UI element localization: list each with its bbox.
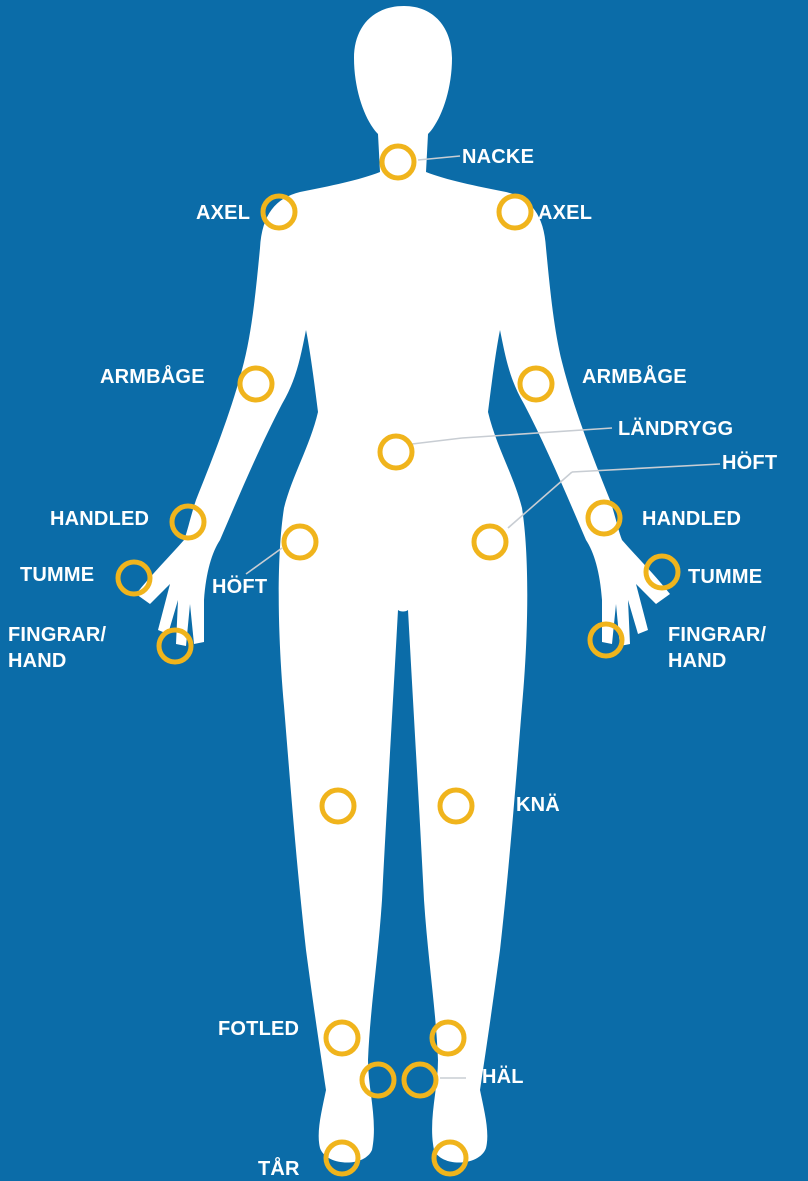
label-tar: TÅR	[258, 1158, 300, 1181]
label-tumme-left: TUMME	[20, 564, 94, 587]
label-fingrar-left-line2: HAND	[8, 650, 67, 673]
label-hal: HÄL	[482, 1066, 524, 1089]
label-nacke: NACKE	[462, 146, 534, 169]
label-hoft-left: HÖFT	[212, 576, 267, 599]
label-axel-left: AXEL	[196, 202, 250, 225]
label-kna: KNÄ	[516, 794, 560, 817]
label-handled-right: HANDLED	[642, 508, 741, 531]
leader-line-hoft-left	[246, 548, 282, 574]
label-armbage-right: ARMBÅGE	[582, 366, 687, 389]
label-armbage-left: ARMBÅGE	[100, 366, 205, 389]
label-hoft-right: HÖFT	[722, 452, 777, 475]
label-fingrar-left-line1: FINGRAR/	[8, 624, 106, 647]
label-handled-left: HANDLED	[50, 508, 149, 531]
label-fingrar-right-line2: HAND	[668, 650, 727, 673]
marker-tumme-left[interactable]	[118, 562, 150, 594]
label-axel-right: AXEL	[538, 202, 592, 225]
label-tumme-right: TUMME	[688, 566, 762, 589]
label-landrygg: LÄNDRYGG	[618, 418, 733, 441]
label-fingrar-right-line1: FINGRAR/	[668, 624, 766, 647]
marker-hal-right[interactable]	[404, 1064, 436, 1096]
marker-fingrar-left[interactable]	[159, 630, 191, 662]
label-fotled: FOTLED	[218, 1018, 299, 1041]
